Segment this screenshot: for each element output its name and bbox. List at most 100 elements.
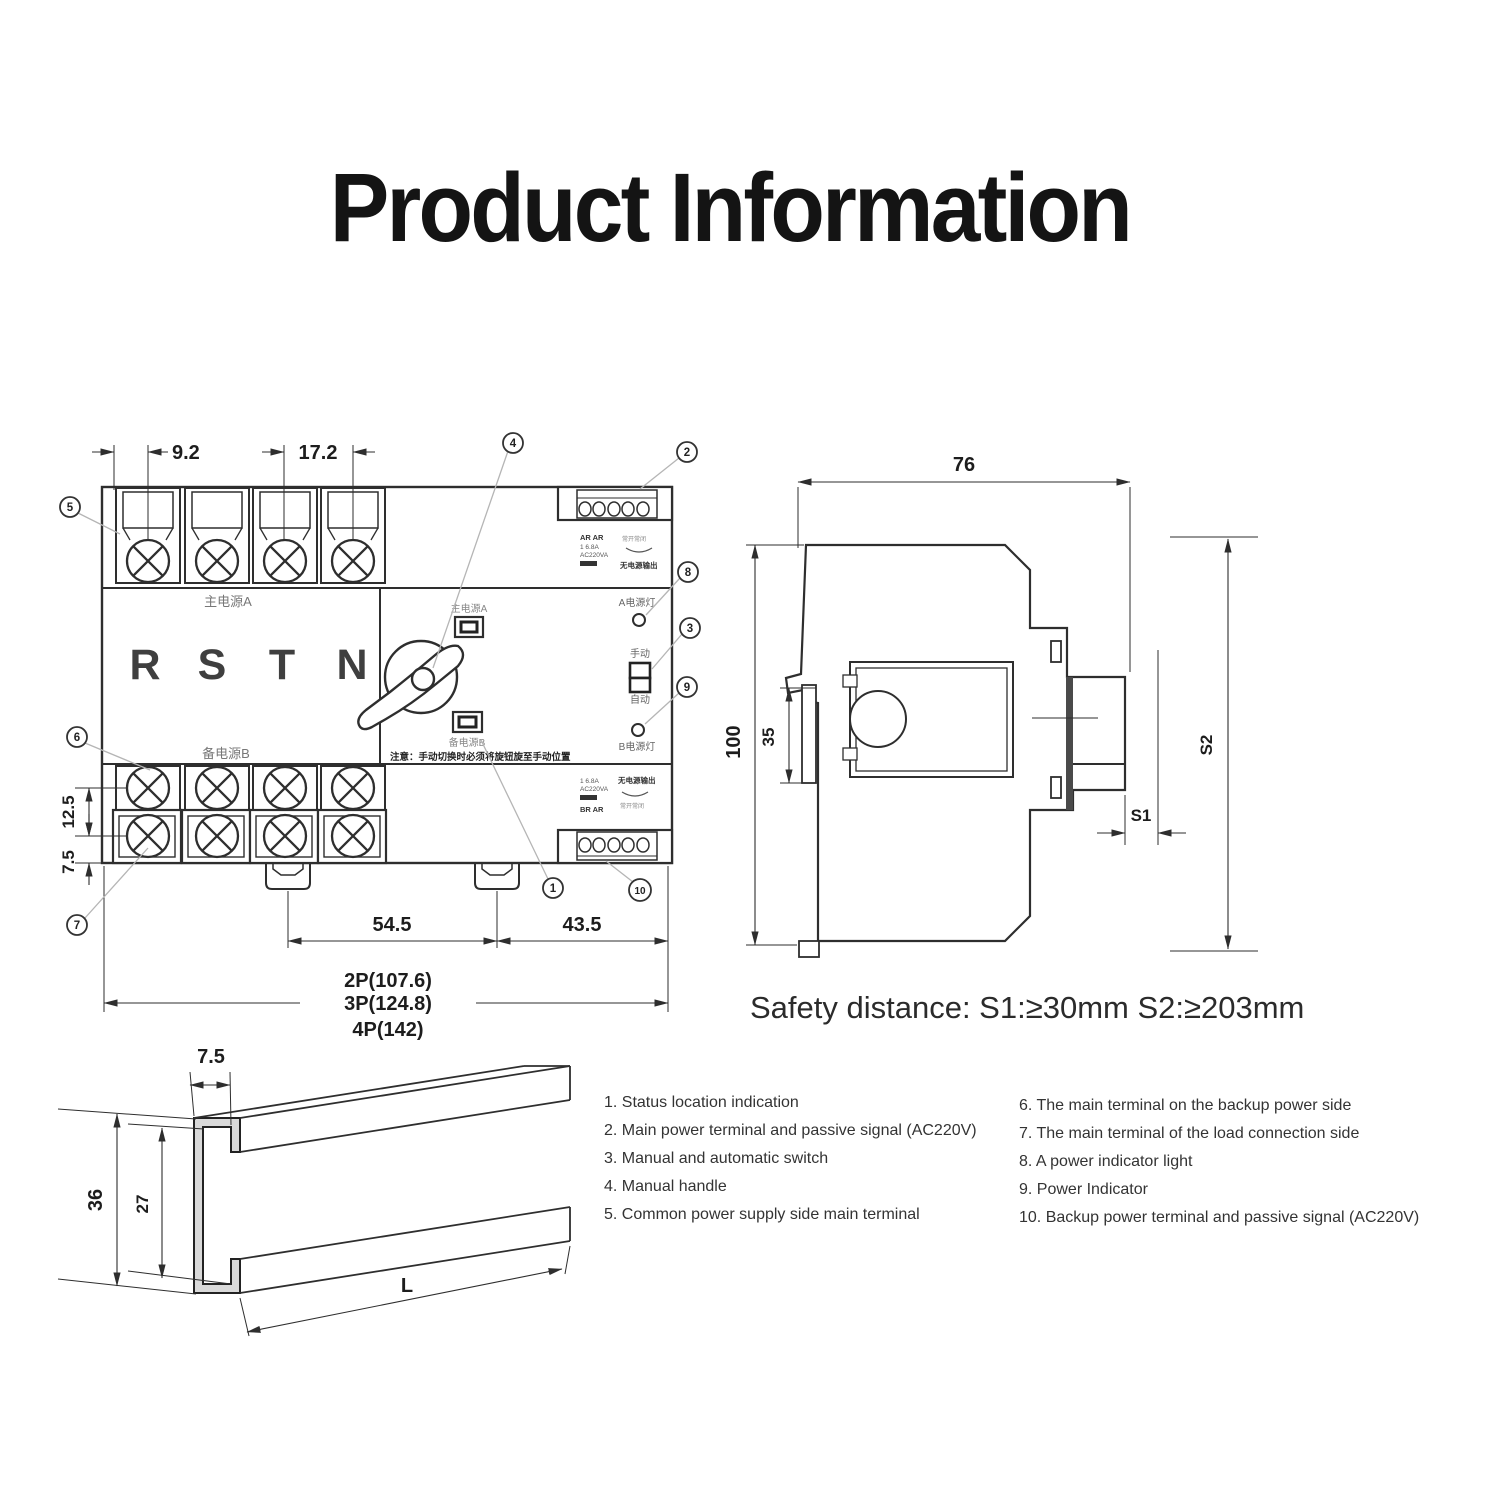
main-signal-terminal-block [556, 485, 674, 522]
spec-markings-top: AR AR 1 6.8A AC220VA 常开常闭 无电源输出 [580, 533, 658, 570]
svg-text:1: 1 [550, 883, 557, 895]
callout-3: 3 [679, 617, 701, 639]
parts-list-item: 6. The main terminal on the backup power… [1019, 1097, 1352, 1114]
din-rail-bar [801, 684, 817, 784]
din-rail-drawing: 7.5 36 27 L [57, 1046, 571, 1337]
spec-bottom-r1: 无电源输出 [617, 775, 656, 785]
main-power-a-label: 主电源A [204, 594, 252, 609]
phase-r: R [129, 641, 160, 689]
page-title: Product Information [0, 152, 1460, 264]
phase-letters: R S T N [129, 641, 367, 689]
rail-dimensions: 7.5 36 27 L [57, 1046, 571, 1337]
callout-4: 4 [502, 432, 524, 454]
dim-flange-width: 7.5 [197, 1046, 225, 1068]
spec-top-l3: AC220VA [580, 552, 609, 559]
dim-width-4p: 4P(142) [352, 1019, 423, 1041]
din-clip [265, 862, 311, 890]
parts-list-item: 3. Manual and automatic switch [604, 1150, 829, 1167]
mount-foot [798, 940, 820, 958]
parts-list-item: 7. The main terminal of the load connect… [1019, 1125, 1360, 1142]
svg-text:2: 2 [684, 447, 690, 459]
phase-s: S [198, 641, 227, 689]
din-clip [474, 862, 520, 890]
dim-terminal-offset: 9.2 [172, 442, 200, 464]
callout-5: 5 [59, 496, 81, 518]
dim-row-spacing: 12.5 [59, 795, 78, 828]
parts-list-item: 1. Status location indication [604, 1094, 799, 1111]
dim-height: 100 [723, 725, 745, 758]
indicator-b-label: B电源灯 [619, 740, 656, 753]
spec-top-r2: 无电源输出 [619, 560, 658, 570]
phase-t: T [269, 641, 295, 689]
dim-rail-length: L [401, 1275, 413, 1297]
svg-text:7: 7 [74, 920, 80, 932]
callout-9: 9 [676, 676, 698, 698]
callout-8: 8 [677, 561, 699, 583]
svg-text:3: 3 [687, 623, 693, 635]
callouts: 1 2 3 4 5 [59, 432, 701, 936]
terminal-screw [330, 538, 376, 584]
phase-n: N [336, 641, 367, 689]
dim-clip-to-edge: 43.5 [563, 914, 602, 936]
spec-top-r1: 常开常闭 [622, 535, 646, 543]
terminal-strip-edge [1066, 677, 1073, 810]
svg-text:10: 10 [634, 886, 646, 897]
side-view-drawing: 76 100 35 S1 S2 [723, 454, 1258, 958]
status-window-b: 备电源B [449, 710, 486, 749]
dim-edge-spacing: 7.5 [59, 850, 78, 874]
manual-auto-switch: 手动 自动 [628, 647, 652, 706]
spec-top-l1: AR AR [580, 533, 604, 542]
parts-list-item: 4. Manual handle [604, 1178, 727, 1195]
window-b-label: 备电源B [449, 736, 486, 749]
dim-clip-span: 54.5 [373, 914, 412, 936]
parts-list-item: 2. Main power terminal and passive signa… [604, 1122, 977, 1139]
callout-6: 6 [66, 726, 88, 748]
spec-bottom-l2: AC220VA [580, 786, 609, 793]
dim-s1: S1 [1131, 806, 1152, 825]
parts-list-left: 1. Status location indication 2. Main po… [604, 1094, 977, 1234]
spec-markings-bottom: 1 6.8A AC220VA BR AR 无电源输出 常开常闭 [580, 775, 656, 814]
page-title-text: Product Information [329, 153, 1133, 262]
callout-2: 2 [676, 441, 698, 463]
terminal-screw [262, 538, 308, 584]
svg-text:6: 6 [74, 732, 80, 744]
svg-text:4: 4 [510, 438, 517, 450]
callout-leaders [77, 450, 683, 919]
side-dimensions: 76 100 35 S1 S2 [723, 454, 1258, 952]
main-power-terminals: 主电源A [115, 487, 386, 609]
terminal-screw [125, 538, 171, 584]
dim-rail-outer-height: 36 [85, 1189, 107, 1211]
rail-profile [193, 1065, 571, 1294]
terminal-screw [194, 538, 240, 584]
indicator-b: B电源灯 [619, 723, 656, 753]
svg-text:8: 8 [685, 567, 692, 579]
safety-distance-note: Safety distance: S1:≥30mm S2:≥203mm [750, 990, 1305, 1025]
callout-7: 7 [66, 914, 88, 936]
parts-list-item: 5. Common power supply side main termina… [604, 1206, 920, 1223]
svg-text:9: 9 [684, 682, 690, 694]
dim-depth: 76 [953, 454, 975, 476]
parts-list-right: 6. The main terminal on the backup power… [1019, 1097, 1419, 1237]
dim-terminal-pitch: 17.2 [299, 442, 338, 464]
spec-bottom-l3: BR AR [580, 805, 604, 814]
backup-signal-terminal-block [556, 828, 674, 865]
callout-1: 1 [542, 877, 564, 899]
status-window-a: 主电源A [451, 602, 488, 639]
front-dimensions: 9.2 17.2 12.5 7.5 [59, 442, 669, 1041]
window-a-label: 主电源A [451, 602, 488, 615]
spec-bottom-r2: 常开常闭 [620, 802, 644, 810]
side-profile [784, 543, 1127, 958]
dim-s2: S2 [1197, 735, 1216, 756]
dim-width-2p: 2P(107.6) [344, 970, 432, 992]
dim-rail-inner-height: 27 [133, 1195, 152, 1214]
parts-list-item: 8. A power indicator light [1019, 1153, 1193, 1170]
spec-top-l2: 1 6.8A [580, 544, 599, 551]
auto-label: 自动 [630, 693, 650, 706]
parts-list-item: 10. Backup power terminal and passive si… [1019, 1209, 1420, 1226]
handle-boss [849, 690, 907, 748]
callout-10: 10 [628, 878, 652, 902]
caution-note: 注意：手动切换时必须将旋钮旋至手动位置 [390, 751, 571, 763]
indicator-a-label: A电源灯 [619, 596, 656, 609]
front-view-drawing: 主电源A R S T N 主电源A [59, 432, 701, 1041]
